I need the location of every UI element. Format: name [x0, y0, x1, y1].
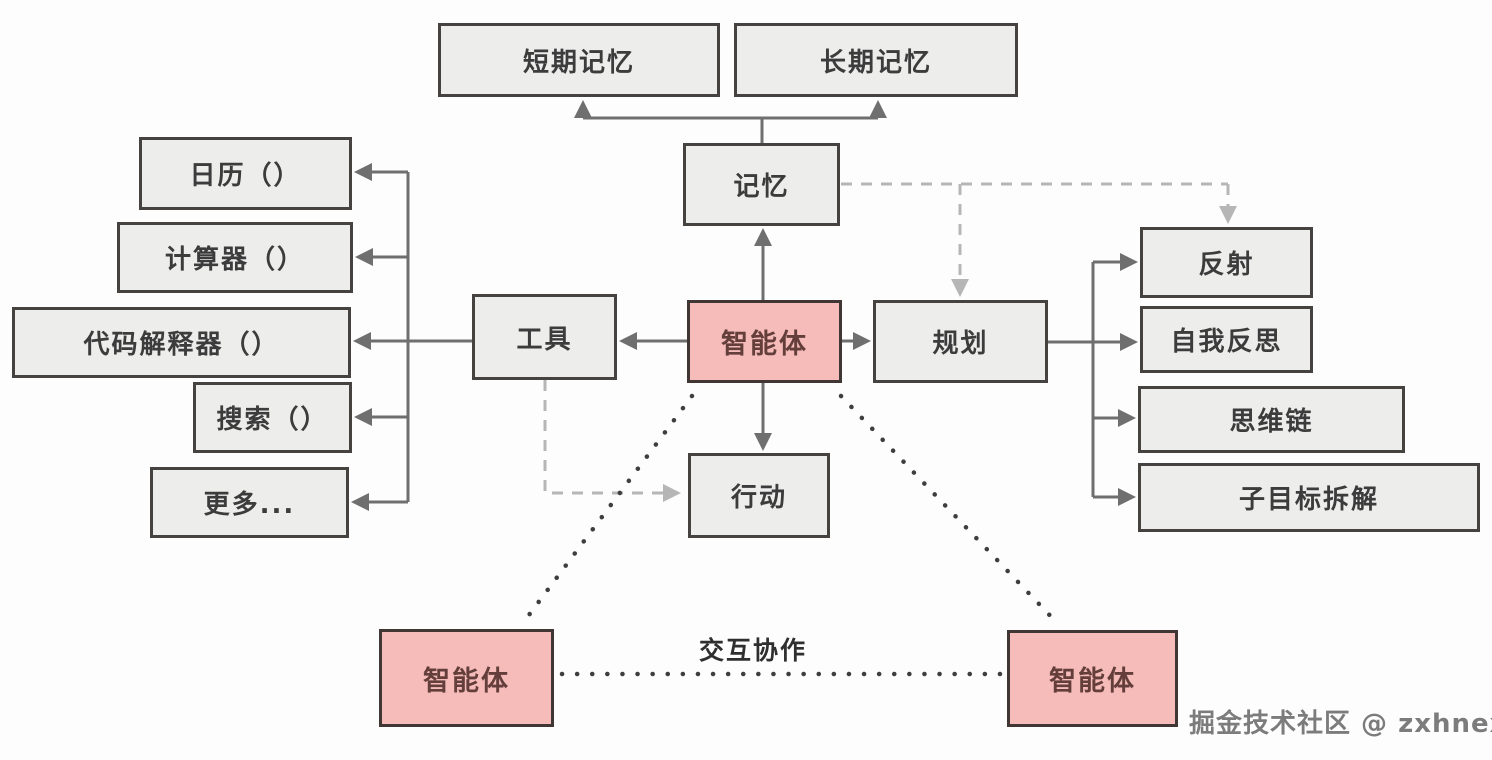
- node-subgoal-decomposition: 子目标拆解: [1138, 463, 1480, 532]
- node-action: 行动: [688, 453, 830, 538]
- node-agent-center: 智能体: [687, 300, 842, 383]
- node-agent-bottom-left: 智能体: [379, 629, 554, 727]
- node-chain-of-thought: 思维链: [1138, 386, 1405, 453]
- node-code-interpreter: 代码解释器（）: [12, 307, 351, 378]
- node-search: 搜索（）: [193, 382, 352, 453]
- node-calculator: 计算器（）: [117, 222, 353, 293]
- node-reflection: 反射: [1140, 227, 1313, 298]
- node-tools: 工具: [472, 294, 617, 380]
- node-agent-bottom-right: 智能体: [1007, 630, 1178, 727]
- node-calendar: 日历（）: [139, 137, 352, 210]
- watermark: 掘金技术社区 @ zxhnext: [1189, 709, 1492, 739]
- node-planning: 规划: [873, 300, 1048, 383]
- node-more: 更多...: [150, 467, 349, 538]
- collaboration-label: 交互协作: [699, 636, 808, 665]
- node-short-term-memory: 短期记忆: [438, 23, 720, 97]
- node-long-term-memory: 长期记忆: [734, 23, 1018, 97]
- node-memory: 记忆: [683, 143, 840, 226]
- node-self-reflection: 自我反思: [1140, 306, 1313, 373]
